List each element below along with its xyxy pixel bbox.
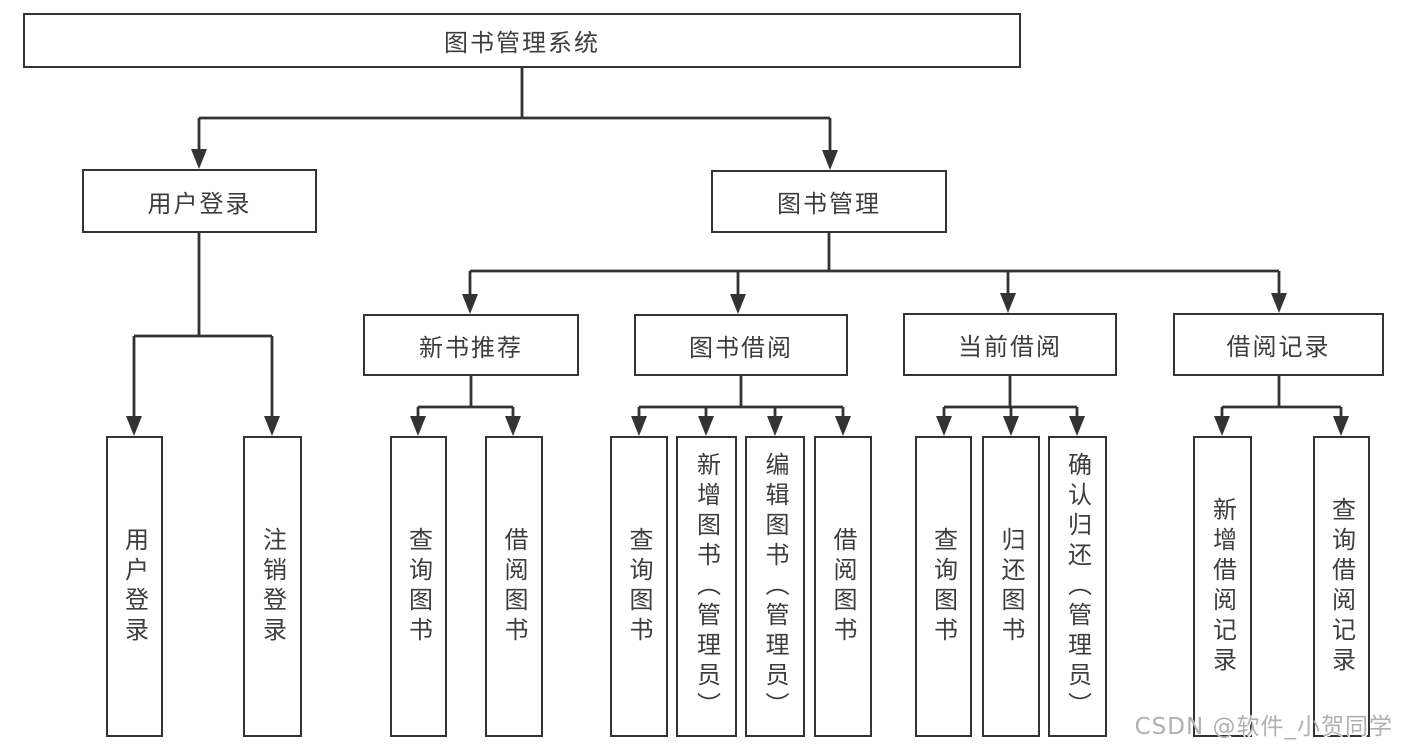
node-current-borrow: 当前借阅 xyxy=(903,313,1117,376)
leaf-query-borrow-record-label: 查询借阅记录 xyxy=(1327,496,1356,677)
leaf-query-books-borrow: 查询图书 xyxy=(610,436,668,737)
node-user-login: 用户登录 xyxy=(82,169,317,233)
arrowhead xyxy=(264,416,280,436)
arrowhead xyxy=(698,416,714,436)
connector-bookmgmt-to-level3 xyxy=(468,233,1281,298)
node-new-book-recommend: 新书推荐 xyxy=(363,314,579,376)
leaf-query-books-recommend-label: 查询图书 xyxy=(404,526,433,647)
leaf-confirm-return-admin: 确认归还（管理员） xyxy=(1048,436,1107,737)
connector-root-to-level2 xyxy=(197,68,832,153)
arrowhead xyxy=(1000,293,1016,313)
csdn-watermark: CSDN @软件_小贺同学 xyxy=(1134,714,1393,740)
leaf-query-books-current: 查询图书 xyxy=(915,436,972,737)
leaf-query-books-recommend: 查询图书 xyxy=(390,436,447,737)
arrowhead xyxy=(822,150,838,170)
node-book-borrow-label: 图书借阅 xyxy=(689,333,793,362)
leaf-add-book-admin: 新增图书（管理员） xyxy=(676,436,737,737)
arrowhead xyxy=(767,416,783,436)
leaf-add-borrow-record-label: 新增借阅记录 xyxy=(1208,496,1237,677)
arrowhead xyxy=(126,416,142,436)
connector-bookborrow-to-leaves xyxy=(637,376,845,420)
arrowhead xyxy=(1333,416,1349,436)
leaf-return-book: 归还图书 xyxy=(982,436,1040,737)
arrowhead xyxy=(1271,293,1287,313)
leaf-user-login: 用户登录 xyxy=(106,436,163,737)
connector-currentborrow-to-leaves xyxy=(942,376,1079,420)
leaf-logout: 注销登录 xyxy=(243,436,302,737)
node-borrow-records-label: 借阅记录 xyxy=(1226,333,1331,361)
arrowhead xyxy=(191,149,207,169)
leaf-return-book-label: 归还图书 xyxy=(997,526,1025,647)
leaf-query-borrow-record: 查询借阅记录 xyxy=(1313,436,1370,737)
leaf-borrow-books-borrow-label: 借阅图书 xyxy=(829,526,857,647)
connector-newbookrec-to-leaves xyxy=(416,376,515,420)
arrowhead xyxy=(462,294,478,314)
arrowhead xyxy=(1069,416,1085,436)
leaf-borrow-books-borrow: 借阅图书 xyxy=(814,436,872,737)
leaf-logout-label: 注销登录 xyxy=(258,526,287,647)
node-current-borrow-label: 当前借阅 xyxy=(958,333,1062,361)
leaf-query-books-borrow-label: 查询图书 xyxy=(625,526,653,647)
leaf-add-book-admin-label: 新增图书（管理员） xyxy=(692,451,721,722)
arrowhead xyxy=(631,416,647,436)
leaf-user-login-label: 用户登录 xyxy=(120,526,149,647)
arrowheads xyxy=(126,149,1349,436)
connector-userlogin-to-leaves xyxy=(132,233,274,420)
connector-borrowrecords-to-leaves xyxy=(1220,376,1343,420)
node-user-login-label: 用户登录 xyxy=(147,189,252,218)
node-library-system-label: 图书管理系统 xyxy=(444,29,600,57)
leaf-query-books-current-label: 查询图书 xyxy=(929,526,958,647)
leaf-edit-book-admin: 编辑图书（管理员） xyxy=(745,436,805,737)
arrowhead xyxy=(730,294,746,314)
arrowhead xyxy=(1003,416,1019,436)
node-book-management-label: 图书管理 xyxy=(777,190,881,218)
leaf-borrow-books-recommend: 借阅图书 xyxy=(485,436,543,737)
arrowhead xyxy=(410,416,426,436)
arrowhead xyxy=(835,416,851,436)
node-book-management: 图书管理 xyxy=(711,170,947,233)
arrowhead xyxy=(1214,416,1230,436)
arrowhead xyxy=(936,416,952,436)
leaf-borrow-books-recommend-label: 借阅图书 xyxy=(500,526,528,647)
arrowhead xyxy=(505,416,521,436)
leaf-edit-book-admin-label: 编辑图书（管理员） xyxy=(761,451,789,722)
leaf-confirm-return-admin-label: 确认归还（管理员） xyxy=(1063,451,1092,722)
leaf-add-borrow-record: 新增借阅记录 xyxy=(1193,436,1252,737)
node-new-book-recommend-label: 新书推荐 xyxy=(419,333,523,362)
node-borrow-records: 借阅记录 xyxy=(1173,313,1384,376)
node-library-system: 图书管理系统 xyxy=(23,13,1021,68)
node-book-borrow: 图书借阅 xyxy=(634,314,848,376)
